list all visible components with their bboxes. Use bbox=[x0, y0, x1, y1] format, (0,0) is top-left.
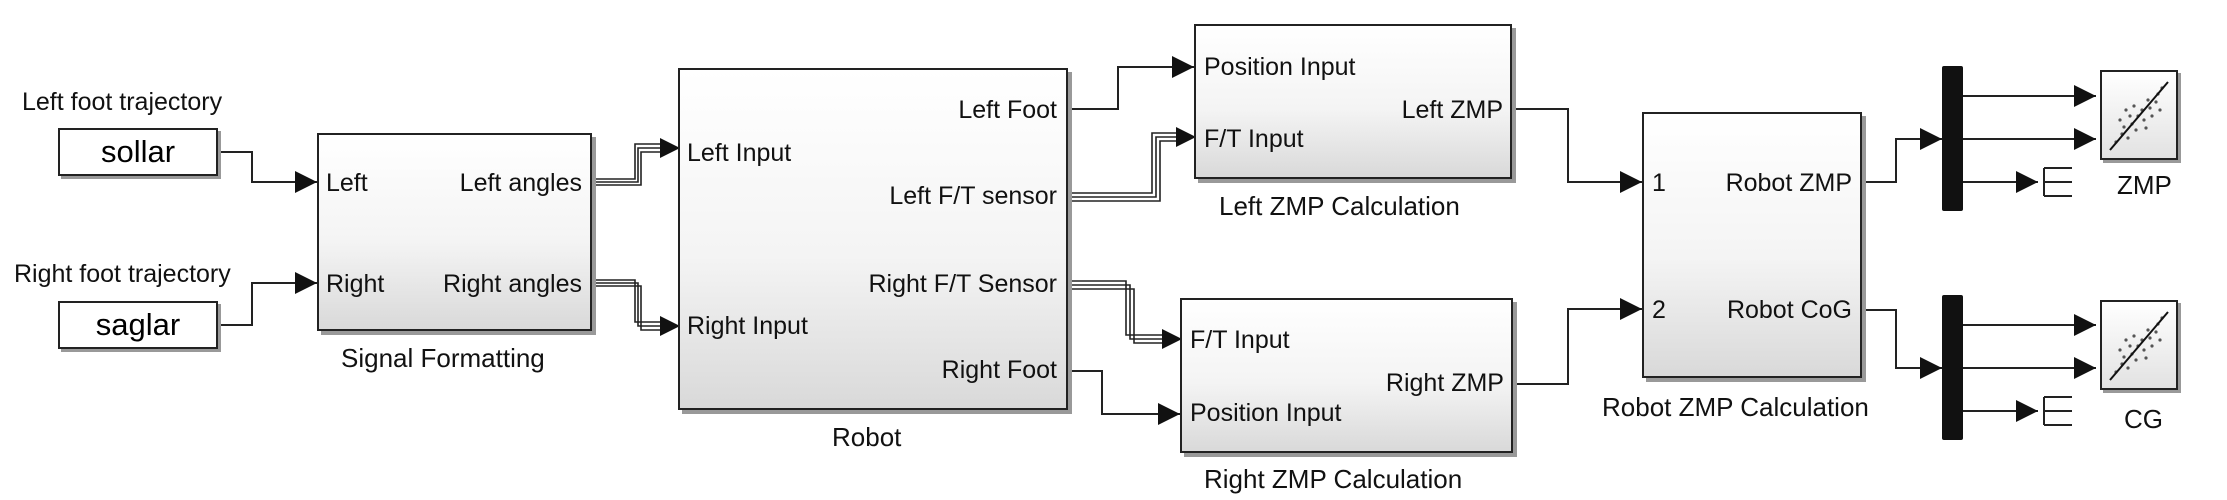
mux-cog[interactable] bbox=[1942, 295, 1963, 440]
right-foot-trajectory-caption: Right foot trajectory bbox=[14, 260, 231, 288]
robot-zmp-output-cog: Robot CoG bbox=[1726, 296, 1852, 324]
terminator-2 bbox=[2043, 396, 2072, 426]
bus-left-ft-c bbox=[1068, 140, 1176, 202]
bus-right-ft-c bbox=[1068, 288, 1162, 344]
right-zmp-calculation-title: Right ZMP Calculation bbox=[1204, 464, 1463, 494]
bus-left-angles-b bbox=[592, 147, 660, 183]
bus-right-angles-a bbox=[592, 279, 660, 323]
right-zmp-input-position: Position Input bbox=[1190, 399, 1342, 427]
scatter-plot-icon bbox=[2109, 81, 2169, 151]
bus-left-angles-c bbox=[592, 151, 660, 186]
bus-right-angles-c bbox=[592, 285, 660, 331]
robot-input-right: Right Input bbox=[687, 312, 808, 340]
bus-arrow-right-input bbox=[660, 316, 680, 336]
robot-title: Robot bbox=[832, 422, 902, 452]
signal-formatting-title: Signal Formatting bbox=[341, 343, 545, 373]
bus-right-ft-a bbox=[1068, 280, 1162, 336]
bus-right-angles-b bbox=[592, 282, 660, 327]
sollar-source-block[interactable]: sollar bbox=[58, 128, 218, 176]
robot-output-left-foot: Left Foot bbox=[958, 96, 1057, 124]
sf-input-left: Left bbox=[326, 169, 368, 197]
robot-zmp-input-1: 1 bbox=[1652, 169, 1666, 197]
left-zmp-input-position: Position Input bbox=[1204, 53, 1356, 81]
sollar-label: sollar bbox=[100, 134, 176, 169]
bus-arrow-left-ft bbox=[1176, 127, 1196, 147]
robot-output-right-ft-sensor: Right F/T Sensor bbox=[868, 270, 1057, 298]
wire-robot-zmp bbox=[1862, 128, 1942, 183]
wire-saglar-to-right bbox=[218, 272, 317, 326]
robot-block[interactable] bbox=[678, 68, 1068, 410]
right-zmp-calculation-block[interactable] bbox=[1180, 298, 1513, 453]
bus-right-ft-b bbox=[1068, 284, 1162, 340]
wire-sollar-to-left bbox=[218, 151, 317, 193]
bus-left-angles-a bbox=[592, 143, 660, 180]
wire-right-zmp bbox=[1513, 298, 1642, 385]
bus-left-ft-a bbox=[1068, 132, 1176, 194]
robot-input-left: Left Input bbox=[687, 139, 792, 167]
wire-left-zmp bbox=[1513, 108, 1642, 193]
robot-output-right-foot: Right Foot bbox=[941, 356, 1057, 384]
scatter-plot-icon bbox=[2109, 311, 2169, 381]
mux-zmp[interactable] bbox=[1942, 66, 1963, 211]
robot-zmp-output-zmp: Robot ZMP bbox=[1725, 169, 1852, 197]
sf-output-right-angles: Right angles bbox=[443, 270, 582, 298]
bus-arrow-right-ft bbox=[1162, 329, 1182, 349]
sf-output-left-angles: Left angles bbox=[459, 169, 582, 197]
left-foot-trajectory-caption: Left foot trajectory bbox=[22, 88, 223, 116]
zmp-scope-label: ZMP bbox=[2117, 170, 2172, 200]
zmp-scope-block[interactable] bbox=[2100, 70, 2178, 160]
cg-scope-block[interactable] bbox=[2100, 300, 2178, 390]
bus-left-ft-b bbox=[1068, 136, 1176, 198]
wire-right-foot bbox=[1068, 370, 1180, 425]
robot-zmp-calculation-title: Robot ZMP Calculation bbox=[1602, 392, 1869, 422]
signal-formatting-block[interactable] bbox=[317, 133, 592, 331]
sf-input-right: Right bbox=[326, 270, 385, 298]
robot-output-left-ft-sensor: Left F/T sensor bbox=[889, 182, 1057, 210]
robot-zmp-calculation-block[interactable] bbox=[1642, 112, 1862, 378]
saglar-source-block[interactable]: saglar bbox=[58, 301, 218, 349]
wire-left-foot bbox=[1068, 56, 1194, 110]
right-zmp-output: Right ZMP bbox=[1385, 369, 1504, 397]
robot-zmp-input-2: 2 bbox=[1652, 296, 1666, 324]
left-zmp-calculation-title: Left ZMP Calculation bbox=[1219, 191, 1460, 221]
left-zmp-output: Left ZMP bbox=[1401, 96, 1503, 124]
right-zmp-input-ft: F/T Input bbox=[1190, 326, 1290, 354]
bus-arrow-left-input bbox=[660, 138, 680, 158]
terminator-1 bbox=[2043, 167, 2072, 197]
cg-scope-label: CG bbox=[2124, 404, 2163, 434]
saglar-label: saglar bbox=[95, 307, 181, 342]
left-zmp-calculation-block[interactable] bbox=[1194, 24, 1512, 179]
wire-robot-cog bbox=[1862, 309, 1942, 379]
left-zmp-input-ft: F/T Input bbox=[1204, 125, 1304, 153]
